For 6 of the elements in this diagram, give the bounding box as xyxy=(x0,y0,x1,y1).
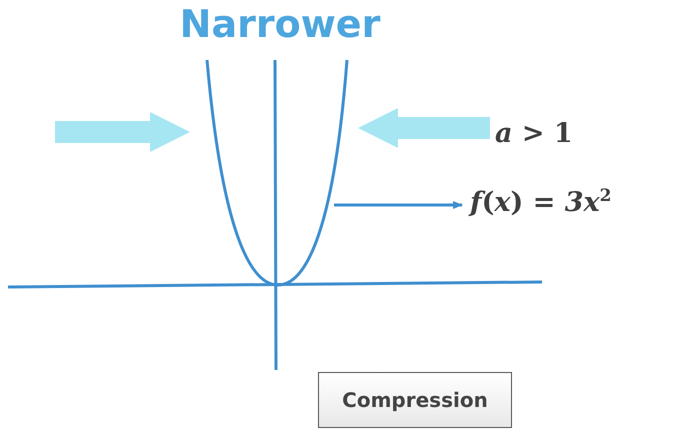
function-equation: f(x) = 3x$^{2}$ xyxy=(470,186,612,218)
parabola-curve xyxy=(206,60,348,286)
condition-label: a > 1 xyxy=(495,118,573,149)
graph-title: Narrower xyxy=(178,2,382,46)
label-box: Compression xyxy=(318,372,512,428)
arrow xyxy=(334,201,463,209)
